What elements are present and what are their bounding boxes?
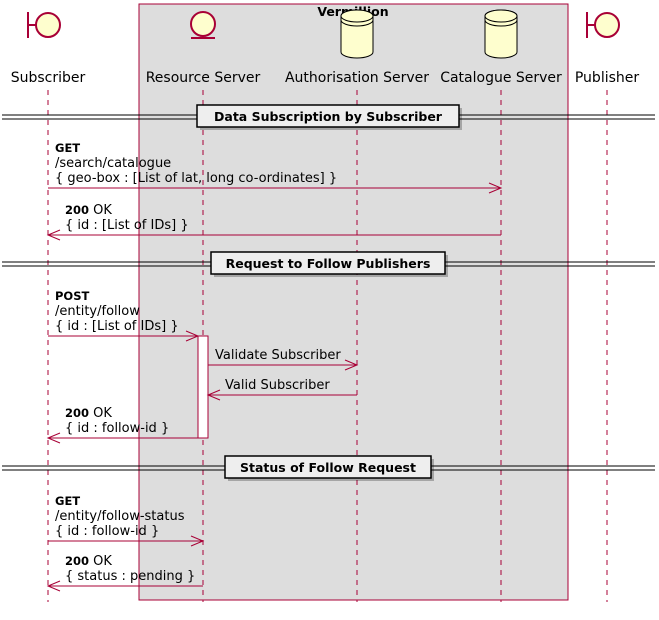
message-2: 200 OK { id : [List of IDs] } (46, 203, 501, 241)
message-arrowhead (190, 535, 205, 547)
message-label-line: { geo-box : [List of lat, long co-ordina… (55, 171, 337, 186)
boundary-icon (35, 12, 61, 38)
message-label-line: Validate Subscriber (215, 348, 341, 363)
subscriber-participant: Subscriber (11, 12, 86, 86)
database-icon-ring (340, 19, 374, 27)
separator-box (210, 251, 446, 275)
message-label-line: 200 OK (65, 406, 112, 421)
message-3: POST /entity/follow{ id : [List of IDs] … (48, 289, 200, 342)
database-icon-top (340, 9, 374, 23)
message-arrowhead (488, 182, 503, 194)
message-label-line: POST (55, 289, 89, 303)
message-label-line: { id : [List of IDs] } (55, 319, 179, 334)
separator-1: Data Subscription by Subscriber (2, 104, 655, 130)
vermillion-box (138, 3, 569, 601)
separator-2: Request to Follow Publishers (2, 251, 655, 277)
auth-participant: Authorisation Server (285, 9, 429, 86)
message-label-line: GET (55, 494, 80, 508)
subscriber-label: Subscriber (11, 70, 86, 86)
participant-heads: Subscriber Resource Server Authorisation S… (11, 9, 640, 86)
separator-box (196, 104, 460, 128)
message-label-line: 200 OK (65, 203, 112, 218)
message-label-line: { id : follow-id } (55, 524, 159, 539)
message-arrowhead (344, 359, 359, 371)
database-icon-top (484, 9, 518, 23)
catalogue-label: Catalogue Server (440, 70, 562, 86)
message-label-line: { id : [List of IDs] } (65, 218, 189, 233)
resource-participant: Resource Server (146, 11, 261, 86)
message-1: GET /search/catalogue{ geo-box : [List o… (48, 141, 503, 194)
message-arrowhead (206, 389, 221, 401)
message-label-line: /entity/follow-status (55, 509, 185, 524)
publisher-label: Publisher (575, 70, 640, 86)
message-arrowhead (46, 432, 61, 444)
message-label-line: /search/catalogue (55, 156, 171, 171)
message-arrowhead (185, 330, 200, 342)
messages: GET /search/catalogue{ geo-box : [List o… (46, 141, 503, 592)
separator-title: Request to Follow Publishers (226, 256, 431, 271)
boundary-icon (594, 12, 620, 38)
message-label-line: { id : follow-id } (65, 421, 169, 436)
separator-box (224, 455, 432, 479)
message-label-line: Valid Subscriber (225, 378, 330, 393)
message-4: Validate Subscriber (208, 348, 359, 371)
database-icon-ring (484, 19, 518, 27)
message-label-line: GET (55, 141, 80, 155)
message-5: Valid Subscriber (206, 378, 357, 401)
message-arrowhead (46, 229, 61, 241)
message-label-line: { status : pending } (65, 569, 195, 584)
message-arrowhead (46, 580, 61, 592)
separator-3: Status of Follow Request (2, 455, 655, 481)
resource-activation-bar (197, 335, 209, 439)
resource-label: Resource Server (146, 70, 261, 86)
message-8: 200 OK { status : pending } (46, 554, 203, 592)
message-7: GET /entity/follow-status{ id : follow-i… (48, 494, 205, 547)
message-label-line: 200 OK (65, 554, 112, 569)
entity-icon (190, 11, 216, 37)
message-label-line: /entity/follow (55, 304, 140, 319)
catalogue-participant: Catalogue Server (440, 9, 562, 86)
message-6: 200 OK { id : follow-id } (46, 406, 198, 444)
publisher-participant: Publisher (575, 12, 640, 86)
auth-label: Authorisation Server (285, 70, 429, 86)
separator-title: Status of Follow Request (240, 460, 416, 475)
separator-title: Data Subscription by Subscriber (214, 109, 443, 124)
